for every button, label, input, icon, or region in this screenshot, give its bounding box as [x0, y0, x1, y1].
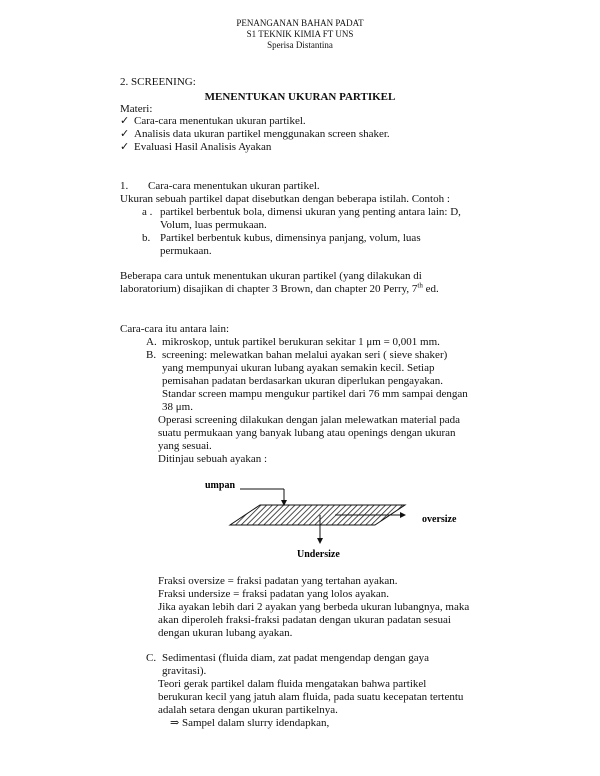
jika-line-3: dengan ukuran lubang ayakan. [158, 627, 293, 639]
item-C-line-1: Sedimentasi (fluida diam, zat padat meng… [162, 652, 429, 664]
materi-item-1: ✓ Cara-cara menentukan ukuran partikel. [120, 115, 306, 128]
fraksi-oversize: Fraksi oversize = fraksi padatan yang te… [158, 575, 398, 587]
undersize-label: Undersize [297, 549, 340, 560]
item-b-line-1: Partikel berbentuk kubus, dimensinya pan… [160, 232, 421, 244]
methods-line-2-end: ed. [422, 283, 439, 295]
item-B-line-1: screening: melewatkan bahan melalui ayak… [162, 349, 448, 361]
item-a-label: a . [142, 206, 153, 218]
methods-line-1: Beberapa cara untuk menentukan ukuran pa… [120, 270, 422, 282]
item-b-label: b. [142, 232, 151, 244]
materi-item-3: ✓ Evaluasi Hasil Analisis Ayakan [120, 141, 271, 154]
item-C-label: C. [146, 652, 157, 664]
sampel-text: Sampel dalam slurry idendapkan, [181, 717, 330, 729]
section-heading: MENENTUKAN UKURAN PARTIKEL [204, 91, 396, 103]
materi-item-text: Evaluasi Hasil Analisis Ayakan [134, 141, 272, 153]
header-line-2: S1 TEKNIK KIMIA FT UNS [246, 29, 354, 39]
sampel-line: ⇒ Sampel dalam slurry idendapkan, [170, 717, 329, 730]
part1-intro: Ukuran sebuah partikel dapat disebutkan … [120, 193, 450, 205]
materi-item-2: ✓ Analisis data ukuran partikel menggunak… [120, 128, 390, 141]
header-line-1: PENANGANAN BAHAN PADAT [236, 18, 364, 28]
jika-line-1: Jika ayakan lebih dari 2 ayakan yang ber… [158, 601, 470, 613]
fraksi-undersize: Fraksi undersize = fraksi padatan yang l… [158, 588, 390, 600]
oversize-label: oversize [422, 514, 457, 525]
item-B-line-5: 38 μm. [162, 401, 193, 413]
edition-superscript: th [417, 281, 423, 290]
materi-item-text: Analisis data ukuran partikel menggunaka… [134, 128, 390, 140]
item-A-label: A. [146, 336, 157, 348]
item-A-text: mikroskop, untuk partikel berukuran seki… [162, 336, 440, 348]
teori-line-1: Teori gerak partikel dalam fluida mengat… [158, 678, 427, 690]
check-icon: ✓ [120, 141, 130, 153]
teori-line-3: adalah setara dengan ukuran partikelnya. [158, 704, 338, 716]
teori-line-2: berukuran kecil yang jatuh alam fluida, … [158, 691, 464, 703]
section-title: 2. SCREENING: [120, 76, 196, 88]
item-b-line-2: permukaan. [160, 245, 212, 257]
check-icon: ✓ [120, 128, 130, 140]
part1-title: Cara-cara menentukan ukuran partikel. [148, 180, 320, 192]
item-a-line-1: partikel berbentuk bola, dimensi ukuran … [160, 206, 461, 218]
operation-line-3: yang sesuai. [158, 440, 212, 452]
methods-line-2: laboratorium) disajikan di chapter 3 Bro… [120, 281, 439, 296]
header-line-3: Sperisa Distantina [267, 40, 333, 50]
jika-line-2: akan diperoleh fraksi-fraksi padatan den… [158, 614, 451, 626]
materi-label: Materi: [120, 103, 153, 115]
operation-line-2: suatu permukaan yang banyak lubang atau … [158, 427, 456, 439]
materi-item-text: Cara-cara menentukan ukuran partikel. [134, 115, 306, 127]
check-icon: ✓ [120, 115, 130, 127]
operation-line-1: Operasi screening dilakukan dengan jalan… [158, 414, 461, 426]
item-B-label: B. [146, 349, 157, 361]
item-C-line-2: gravitasi). [162, 665, 207, 677]
part1-number: 1. [120, 180, 129, 192]
item-a-line-2: Volum, luas permukaan. [160, 219, 267, 231]
item-B-line-2: yang mempunyai ukuran lubang ayakan sema… [162, 362, 435, 374]
implies-arrow-icon: ⇒ [170, 717, 180, 729]
item-B-line-4: Standar screen mampu mengukur partikel d… [162, 388, 468, 400]
sieve-mesh-plate [228, 504, 407, 526]
item-B-line-3: pemisahan padatan berdasarkan ukuran dip… [162, 375, 443, 387]
umpan-label: umpan [205, 480, 235, 491]
cara-intro: Cara-cara itu antara lain: [120, 323, 230, 335]
ditinjau-text: Ditinjau sebuah ayakan : [158, 453, 268, 465]
sieve-diagram: umpan oversize Undersize [205, 480, 457, 560]
methods-line-2-text: laboratorium) disajikan di chapter 3 Bro… [120, 283, 418, 295]
